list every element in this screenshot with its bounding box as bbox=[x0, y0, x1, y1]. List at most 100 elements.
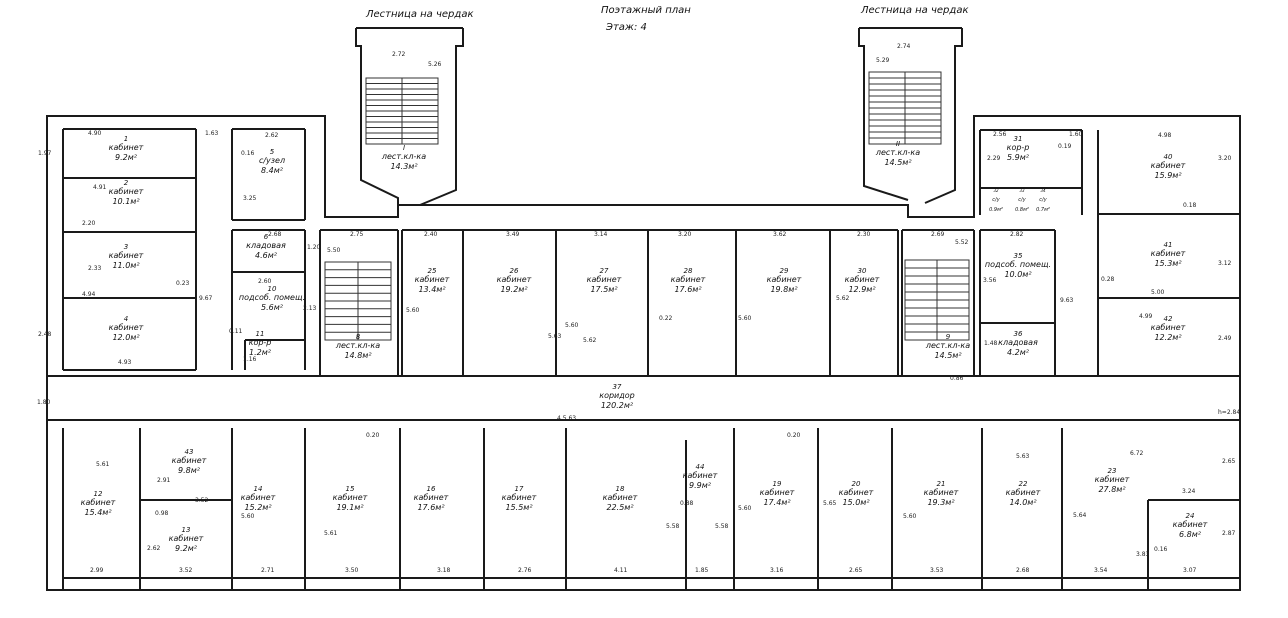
room-number: 22 bbox=[1019, 480, 1028, 488]
room-number: 20 bbox=[852, 480, 861, 488]
dimension-label: 5.60 bbox=[903, 513, 917, 520]
room-area: 15.4м² bbox=[84, 508, 112, 517]
room-name: лест.кл-ка bbox=[925, 341, 970, 350]
dimension-label: 3.62 bbox=[773, 231, 787, 238]
room-number: 29 bbox=[780, 267, 789, 275]
room-area: 5.9м² bbox=[1007, 153, 1030, 162]
room-area: 19.8м² bbox=[770, 285, 798, 294]
room-area: 15.3м² bbox=[1154, 259, 1182, 268]
room-area: 19.3м² bbox=[927, 498, 955, 507]
room-number: 3 bbox=[124, 243, 128, 251]
dimension-label: 2.71 bbox=[261, 567, 275, 574]
dimension-label: 2.56 bbox=[993, 131, 1007, 138]
dimension-label: 6.72 bbox=[1130, 450, 1144, 457]
dimension-label: 2.60 bbox=[258, 278, 272, 285]
dimension-label: 2.75 bbox=[350, 231, 364, 238]
room-name: кабинет bbox=[497, 275, 532, 284]
room-name: лест.кл-ка bbox=[335, 341, 380, 350]
dimension-label: 5.60 bbox=[241, 513, 255, 520]
room-number: 28 bbox=[684, 267, 693, 275]
room-area: 14.8м² bbox=[344, 351, 372, 360]
room-number: 31 bbox=[1014, 135, 1023, 143]
dimension-label: 5.00 bbox=[1151, 289, 1165, 296]
room-name: кабинет bbox=[1095, 475, 1130, 484]
floor-label: Этаж: 4 bbox=[606, 22, 647, 33]
room-name: кабинет bbox=[241, 493, 276, 502]
room-area: 9.8м² bbox=[178, 466, 201, 475]
dimension-label: 2.48 bbox=[38, 331, 52, 338]
dimension-label: 2.33 bbox=[88, 265, 102, 272]
dimension-label: 5.61 bbox=[324, 530, 338, 537]
room-name: кабинет bbox=[1151, 323, 1186, 332]
room-name: кабинет bbox=[169, 534, 204, 543]
room-area: 10.1м² bbox=[112, 197, 140, 206]
dimension-label: 3.49 bbox=[506, 231, 520, 238]
dimension-label: 0.11 bbox=[229, 328, 243, 335]
room-area: 0.7м² bbox=[1036, 207, 1050, 213]
room-name: кабинет bbox=[333, 493, 368, 502]
dimension-label: 3.50 bbox=[345, 567, 359, 574]
room-number: 11 bbox=[256, 330, 265, 338]
dimension-label: 1.97 bbox=[38, 150, 52, 157]
dimension-label: 3.24 bbox=[1182, 488, 1196, 495]
room-name: кабинет bbox=[587, 275, 622, 284]
dimension-label: 2.72 bbox=[392, 51, 406, 58]
room-area: 6.8м² bbox=[1179, 530, 1202, 539]
room-area: 27.8м² bbox=[1098, 485, 1126, 494]
dimension-label: 5.29 bbox=[876, 57, 890, 64]
dimension-label: 3.14 bbox=[594, 231, 608, 238]
room-area: 4.2м² bbox=[1007, 348, 1030, 357]
room-number: 19 bbox=[773, 480, 782, 488]
attic-stair-label-right: Лестница на чердак bbox=[861, 5, 969, 16]
dimension-label: 9.63 bbox=[1060, 297, 1074, 304]
room-number: I bbox=[403, 144, 405, 152]
dimension-label: 4.99 bbox=[1139, 313, 1153, 320]
room-name: кабинет bbox=[924, 488, 959, 497]
room-number: 17 bbox=[515, 485, 524, 493]
room-area: 17.4м² bbox=[763, 498, 791, 507]
dimension-label: 5.60 bbox=[738, 505, 752, 512]
room-area: 12.9м² bbox=[848, 285, 876, 294]
room-name: с/у bbox=[992, 197, 1000, 203]
dimension-label: 2.69 bbox=[931, 231, 945, 238]
room-number: 14 bbox=[254, 485, 263, 493]
room-name: подсоб. помещ. bbox=[985, 260, 1051, 269]
dimension-label: 2.76 bbox=[518, 567, 532, 574]
dimension-label: 0.20 bbox=[366, 432, 380, 439]
room-name: кабинет bbox=[1151, 161, 1186, 170]
room-name: кор-р bbox=[1007, 143, 1030, 152]
dimension-label: 5.58 bbox=[666, 523, 680, 530]
dimension-label: 1.48 bbox=[984, 340, 998, 347]
room-number: 27 bbox=[600, 267, 609, 275]
room-number: 6 bbox=[264, 233, 269, 241]
room-area: 14.5м² bbox=[934, 351, 962, 360]
dimension-label: 5.63 bbox=[1016, 453, 1030, 460]
room-number: 1 bbox=[124, 135, 128, 143]
room-area: 17.5м² bbox=[590, 285, 618, 294]
dimension-label: 2.65 bbox=[1222, 458, 1236, 465]
room-name: кабинет bbox=[760, 488, 795, 497]
room-name: кабинет bbox=[81, 498, 116, 507]
dimension-label: 1.80 bbox=[37, 399, 51, 406]
dimension-label: 1.85 bbox=[695, 567, 709, 574]
room-name: подсоб. помещ. bbox=[239, 293, 305, 302]
dimension-label: 0.20 bbox=[787, 432, 801, 439]
room-name: кабинет bbox=[109, 143, 144, 152]
dimension-label: 0.98 bbox=[155, 510, 169, 517]
